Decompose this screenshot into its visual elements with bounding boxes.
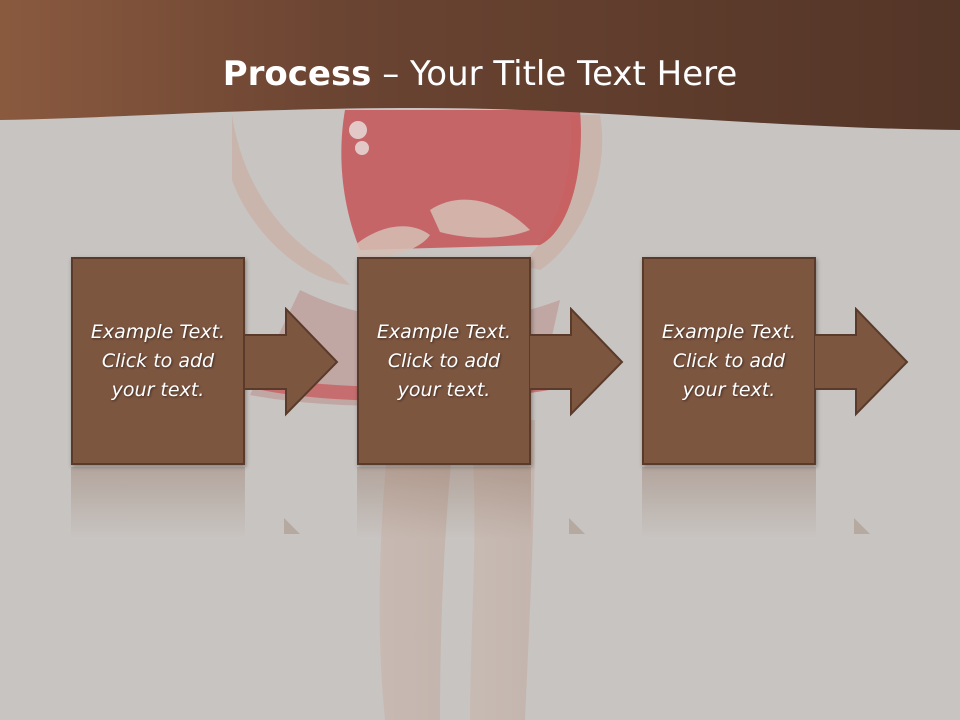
arrow-right-icon [814,307,909,417]
title-rest: – Your Title Text Here [371,54,738,94]
step-text[interactable]: Example Text. Click to add your text. [90,320,226,401]
process-step[interactable]: Example Text. Click to add your text. [642,257,816,465]
step-text[interactable]: Example Text. Click to add your text. [376,320,512,401]
arrow-reflection [854,518,870,534]
step-reflection [642,467,816,539]
step-box[interactable]: Example Text. Click to add your text. [357,257,531,465]
arrow-reflection [569,518,585,534]
step-box[interactable]: Example Text. Click to add your text. [642,257,816,465]
slide-title[interactable]: Process – Your Title Text Here [0,52,960,96]
process-step[interactable]: Example Text. Click to add your text. [357,257,531,465]
process-step[interactable]: Example Text. Click to add your text. [71,257,245,465]
step-box[interactable]: Example Text. Click to add your text. [71,257,245,465]
title-bold: Process [222,54,372,94]
arrow-right-icon [244,307,339,417]
step-reflection [357,467,531,539]
arrow-reflection [284,518,300,534]
header-band [0,0,960,130]
arrow-right-icon [529,307,624,417]
step-reflection [71,467,245,539]
step-text[interactable]: Example Text. Click to add your text. [661,320,797,401]
